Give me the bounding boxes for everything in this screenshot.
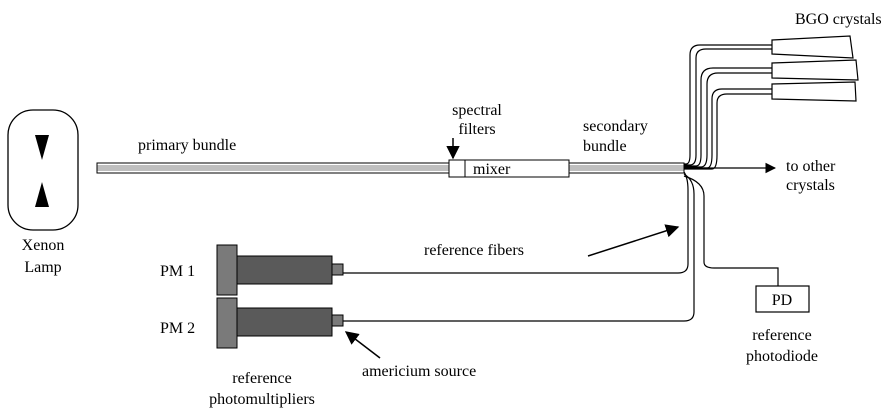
secondary-bundle-label-line2: bundle [583, 138, 627, 155]
lamp-label-line2: Lamp [24, 259, 61, 276]
pm1-label: PM 1 [160, 263, 195, 280]
secondary-bundle [568, 162, 685, 174]
reference-fibers-label: reference fibers [424, 242, 524, 259]
pd-label: PD [772, 292, 792, 309]
americium-source-label: americium source [362, 363, 476, 380]
lamp-electrode-bottom-icon [35, 182, 49, 207]
spectral-filter-box [448, 159, 466, 178]
reference-fibers [343, 171, 779, 322]
bgo-crystals-label: BGO crystals [795, 11, 882, 28]
bgo-crystals [771, 35, 859, 102]
lamp-label-line1: Xenon [22, 237, 65, 254]
reference-fibers-arrow [587, 224, 680, 257]
mixer-label: mixer [473, 161, 511, 178]
secondary-bundle-label-line1: secondary [583, 118, 648, 135]
photodiode-box [755, 285, 810, 313]
spectral-filters-label-line2: filters [458, 121, 495, 138]
pm1-photomultiplier [216, 244, 344, 296]
spectral-filters-label-line1: spectral [452, 102, 502, 119]
primary-bundle [96, 162, 450, 174]
other-crystals-label-line1: to other [786, 158, 836, 175]
lamp-electrode-top-icon [35, 135, 49, 160]
primary-bundle-label: primary bundle [138, 137, 236, 154]
reference-photomultipliers-label-line2: photomultipliers [209, 391, 315, 408]
reference-photodiode-label-line2: photodiode [746, 348, 818, 365]
pm2-photomultiplier [216, 297, 344, 349]
reference-photodiode-label-line1: reference [752, 327, 812, 344]
other-crystals-label-line2: crystals [786, 177, 835, 194]
pm2-label: PM 2 [160, 320, 195, 337]
reference-photomultipliers-label-line1: reference [232, 370, 292, 387]
americium-source-arrow [344, 331, 381, 359]
xenon-lamp [7, 109, 79, 231]
fibers-to-crystals [684, 44, 772, 170]
